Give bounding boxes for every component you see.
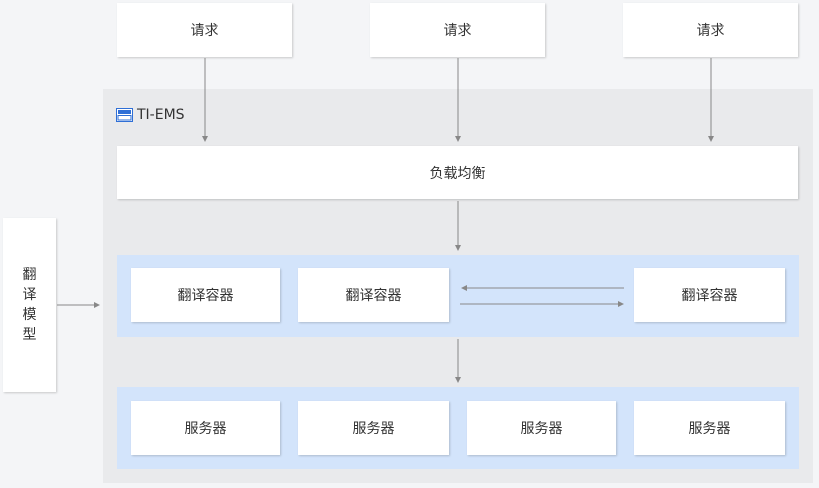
request-box-1: 请求	[117, 3, 292, 57]
request-box-2: 请求	[370, 3, 545, 57]
request-box-3: 请求	[623, 3, 798, 57]
server-box-4: 服务器	[634, 401, 785, 455]
model-char-3: 模	[22, 307, 37, 323]
server-box-1: 服务器	[131, 401, 280, 455]
translation-model-box: 翻 译 模 型	[3, 218, 56, 392]
model-char-1: 翻	[22, 267, 37, 283]
translation-container-2: 翻译容器	[298, 268, 449, 322]
model-char-4: 型	[22, 327, 37, 343]
server-box-3: 服务器	[467, 401, 616, 455]
translation-container-3: 翻译容器	[634, 268, 785, 322]
load-balancer-box: 负载均衡	[117, 146, 798, 199]
server-box-2: 服务器	[298, 401, 449, 455]
ti-ems-logo-icon	[116, 108, 133, 122]
model-char-2: 译	[22, 287, 37, 303]
translation-container-1: 翻译容器	[131, 268, 280, 322]
ti-ems-title: TI-EMS	[137, 107, 185, 123]
ti-ems-label: TI-EMS	[116, 107, 185, 123]
